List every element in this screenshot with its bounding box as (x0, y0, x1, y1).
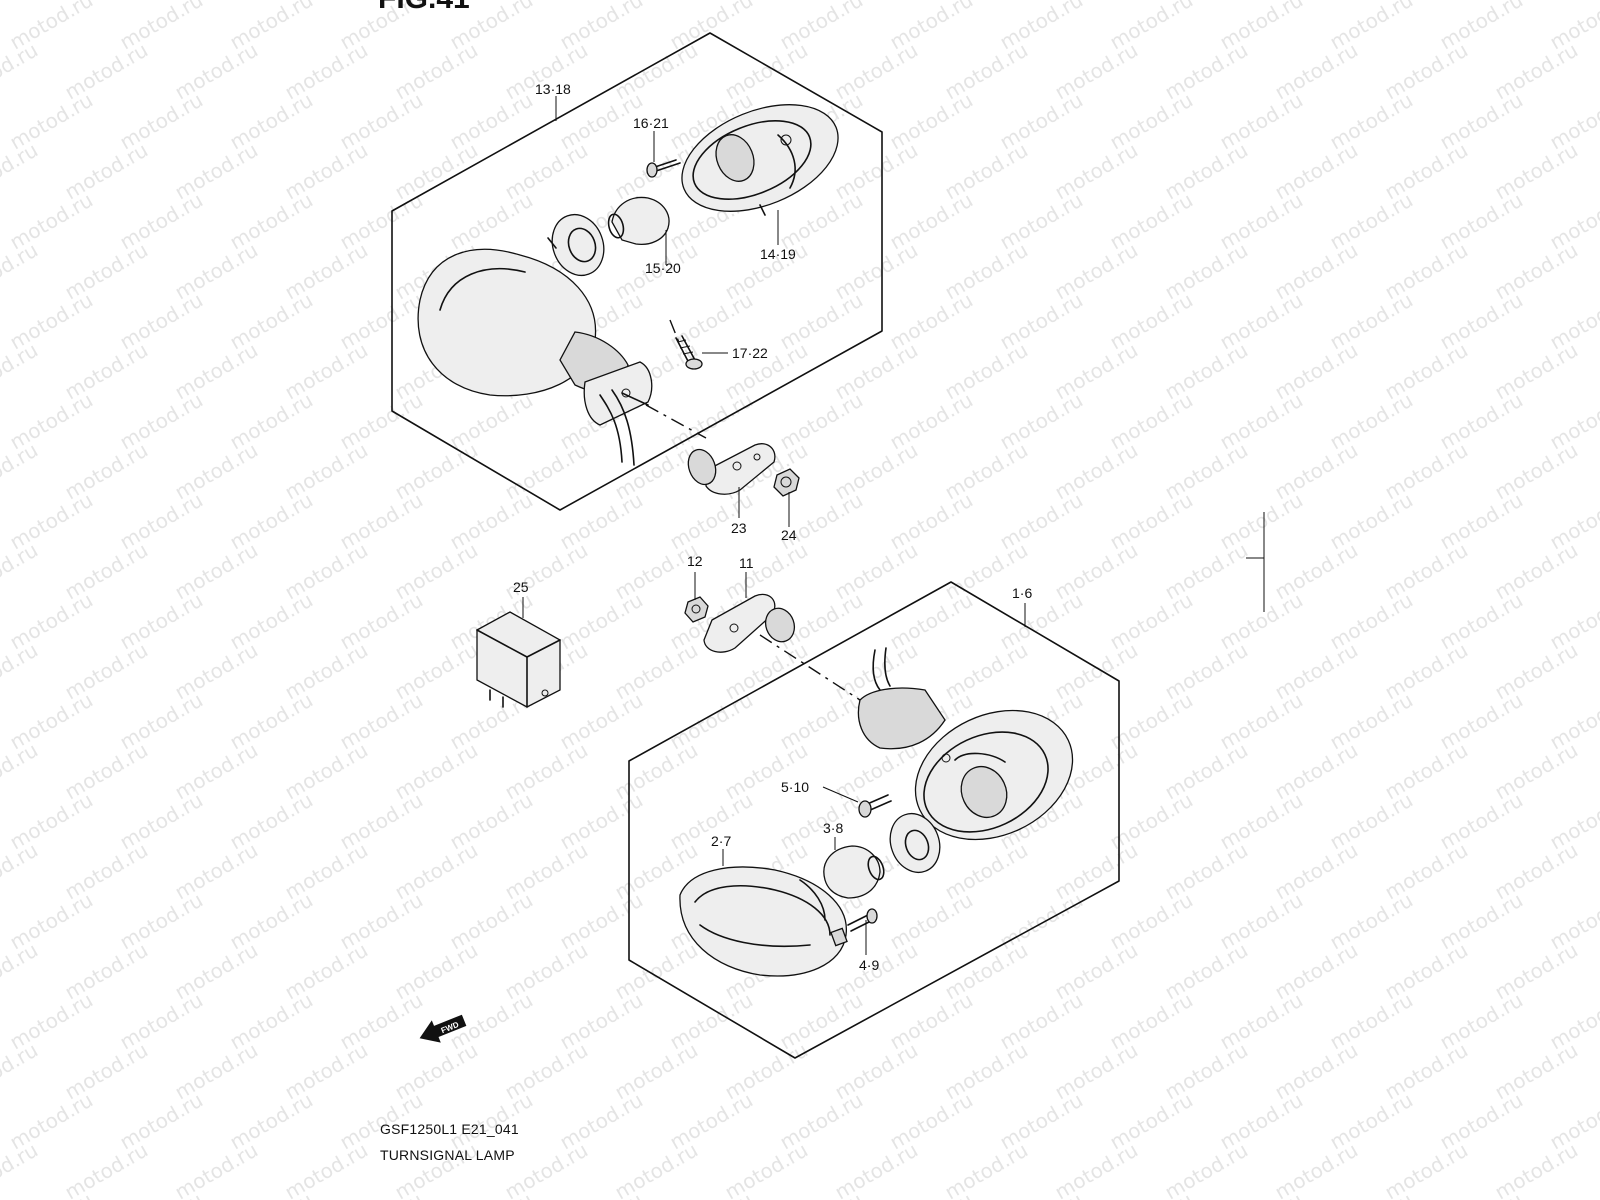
callout-11: 11 (739, 555, 754, 571)
watermark-text: motod.ru (446, 1188, 537, 1200)
leader-lines (522, 96, 1026, 955)
watermark-text: motod.ru (0, 738, 42, 805)
callout-23: 23 (731, 520, 747, 536)
watermark-text: motod.ru (0, 38, 42, 105)
callout-2-7: 2·7 (711, 833, 731, 849)
bracket-11 (703, 593, 796, 653)
watermark-text: motod.ru (61, 1138, 152, 1200)
watermark-text: motod.ru (6, 1188, 97, 1200)
lower-gasket (889, 812, 941, 874)
callout-25: 25 (513, 579, 529, 595)
callout-14-19: 14·19 (760, 246, 796, 262)
relay-25 (476, 611, 561, 708)
watermark-text: motod.ru (1491, 1138, 1582, 1200)
upper-screw-center-line (669, 319, 681, 346)
watermark-text: motod.ru (0, 138, 42, 205)
watermark-text: motod.ru (1106, 1188, 1197, 1200)
upper-screw-17-22 (675, 335, 703, 370)
upper-bulb (607, 196, 670, 246)
callout-1-6: 1·6 (1012, 585, 1032, 601)
watermark-text: motod.ru (0, 438, 42, 505)
diagram-name: TURNSIGNAL LAMP (380, 1147, 515, 1163)
watermark-text: motod.ru (1051, 1138, 1142, 1200)
watermark-text: motod.ru (336, 1188, 427, 1200)
upper-lens (681, 104, 839, 216)
watermark-text: motod.ru (1326, 1188, 1417, 1200)
upper-lamp-housing (417, 248, 653, 466)
lower-center-line (759, 634, 861, 701)
watermark-text: motod.ru (0, 338, 42, 405)
bracket-23 (687, 443, 776, 495)
callout-3-8: 3·8 (823, 820, 843, 836)
watermark-text: motod.ru (226, 1188, 317, 1200)
watermark-text: motod.ru (721, 1138, 812, 1200)
watermark-text: motod.ru (0, 838, 42, 905)
callout-24: 24 (781, 527, 797, 543)
model-code: GSF1250L1 E21_041 (380, 1121, 519, 1137)
watermark-text: motod.ru (1161, 1138, 1252, 1200)
watermark-text: motod.ru (1546, 1188, 1600, 1200)
watermark-text: motod.ru (0, 0, 42, 4)
watermark-text: motod.ru (1436, 1188, 1527, 1200)
watermark-text: motod.ru (886, 1188, 977, 1200)
upper-screw-16-21 (646, 159, 681, 178)
watermark-text: motod.ru (0, 638, 42, 705)
watermark-text: motod.ru (1381, 1138, 1472, 1200)
callout-4-9: 4·9 (859, 957, 879, 973)
watermark-text: motod.ru (1271, 1138, 1362, 1200)
callout-12: 12 (687, 553, 703, 569)
watermark-text: motod.ru (0, 538, 42, 605)
watermark-text: motod.ru (171, 1138, 262, 1200)
watermark-text: motod.ru (1216, 1188, 1307, 1200)
watermark-text: motod.ru (996, 1188, 1087, 1200)
watermark-text: motod.ru (611, 1138, 702, 1200)
figure-title: FIG.41 (378, 0, 470, 16)
watermark-text: motod.ru (831, 1138, 922, 1200)
callout-13-18: 13·18 (535, 81, 571, 97)
callout-15-20: 15·20 (645, 260, 681, 276)
nut-12 (684, 596, 709, 623)
watermark-text: motod.ru (0, 238, 42, 305)
lower-screw-4-9 (847, 908, 878, 932)
watermark-text: motod.ru (776, 1188, 867, 1200)
upper-assembly (391, 32, 883, 511)
upper-group-box (391, 32, 883, 511)
callout-5-10: 5·10 (781, 779, 809, 795)
lower-screw-5-10 (858, 794, 892, 818)
crop-mark (1246, 512, 1265, 612)
lower-bulb (823, 845, 885, 899)
upper-center-line (645, 404, 707, 439)
lower-group-box (628, 581, 1120, 1059)
callouts: 13·18 16·21 14·19 15·20 17·22 23 24 12 1… (513, 81, 1032, 973)
watermark-text: motod.ru (0, 938, 42, 1005)
callout-17-22: 17·22 (732, 345, 768, 361)
lower-assembly (628, 581, 1120, 1059)
callout-16-21: 16·21 (633, 115, 669, 131)
watermark-text: motod.ru (281, 1138, 372, 1200)
watermark-text: motod.ru (116, 1188, 207, 1200)
lower-lens (679, 866, 848, 977)
watermark-text: motod.ru (0, 1138, 42, 1200)
watermark-text: motod.ru (666, 1188, 757, 1200)
nut-24 (773, 468, 800, 497)
watermark-text: motod.ru (556, 1188, 647, 1200)
watermark-text: motod.ru (941, 1138, 1032, 1200)
watermark-text: motod.ru (0, 1038, 42, 1105)
upper-gasket (547, 213, 605, 277)
lower-lamp-housing (857, 647, 1074, 841)
